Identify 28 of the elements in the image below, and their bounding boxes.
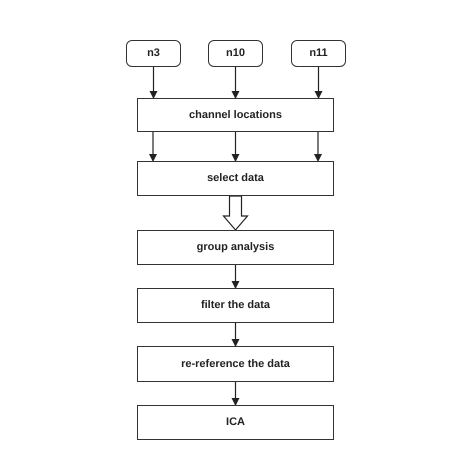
box-label: channel locations — [189, 108, 282, 123]
arrow — [232, 382, 240, 406]
rounded-box — [208, 40, 263, 67]
arrow — [149, 132, 157, 162]
box-label: n3 — [147, 46, 160, 62]
process-box — [137, 161, 334, 196]
arrow — [232, 265, 240, 289]
box-label: ICA — [226, 415, 245, 430]
process-box — [137, 288, 334, 323]
process-box — [137, 230, 334, 265]
process-box — [137, 346, 334, 382]
arrow — [232, 67, 240, 99]
rounded-box — [291, 40, 346, 67]
rounded-box — [126, 40, 181, 67]
arrow — [314, 67, 322, 99]
arrow — [150, 67, 158, 99]
arrow — [232, 323, 240, 347]
hollow-arrow — [222, 195, 249, 231]
box-label: n10 — [226, 46, 245, 62]
process-box — [137, 98, 334, 132]
arrow — [232, 132, 240, 162]
box-label: filter the data — [200, 298, 270, 314]
box-label: group analysis — [196, 240, 274, 256]
box-label: select data — [207, 171, 264, 186]
arrow — [314, 132, 322, 162]
box-label: re-reference the data — [181, 356, 290, 372]
box-label: n11 — [309, 46, 328, 62]
process-box — [137, 405, 334, 440]
